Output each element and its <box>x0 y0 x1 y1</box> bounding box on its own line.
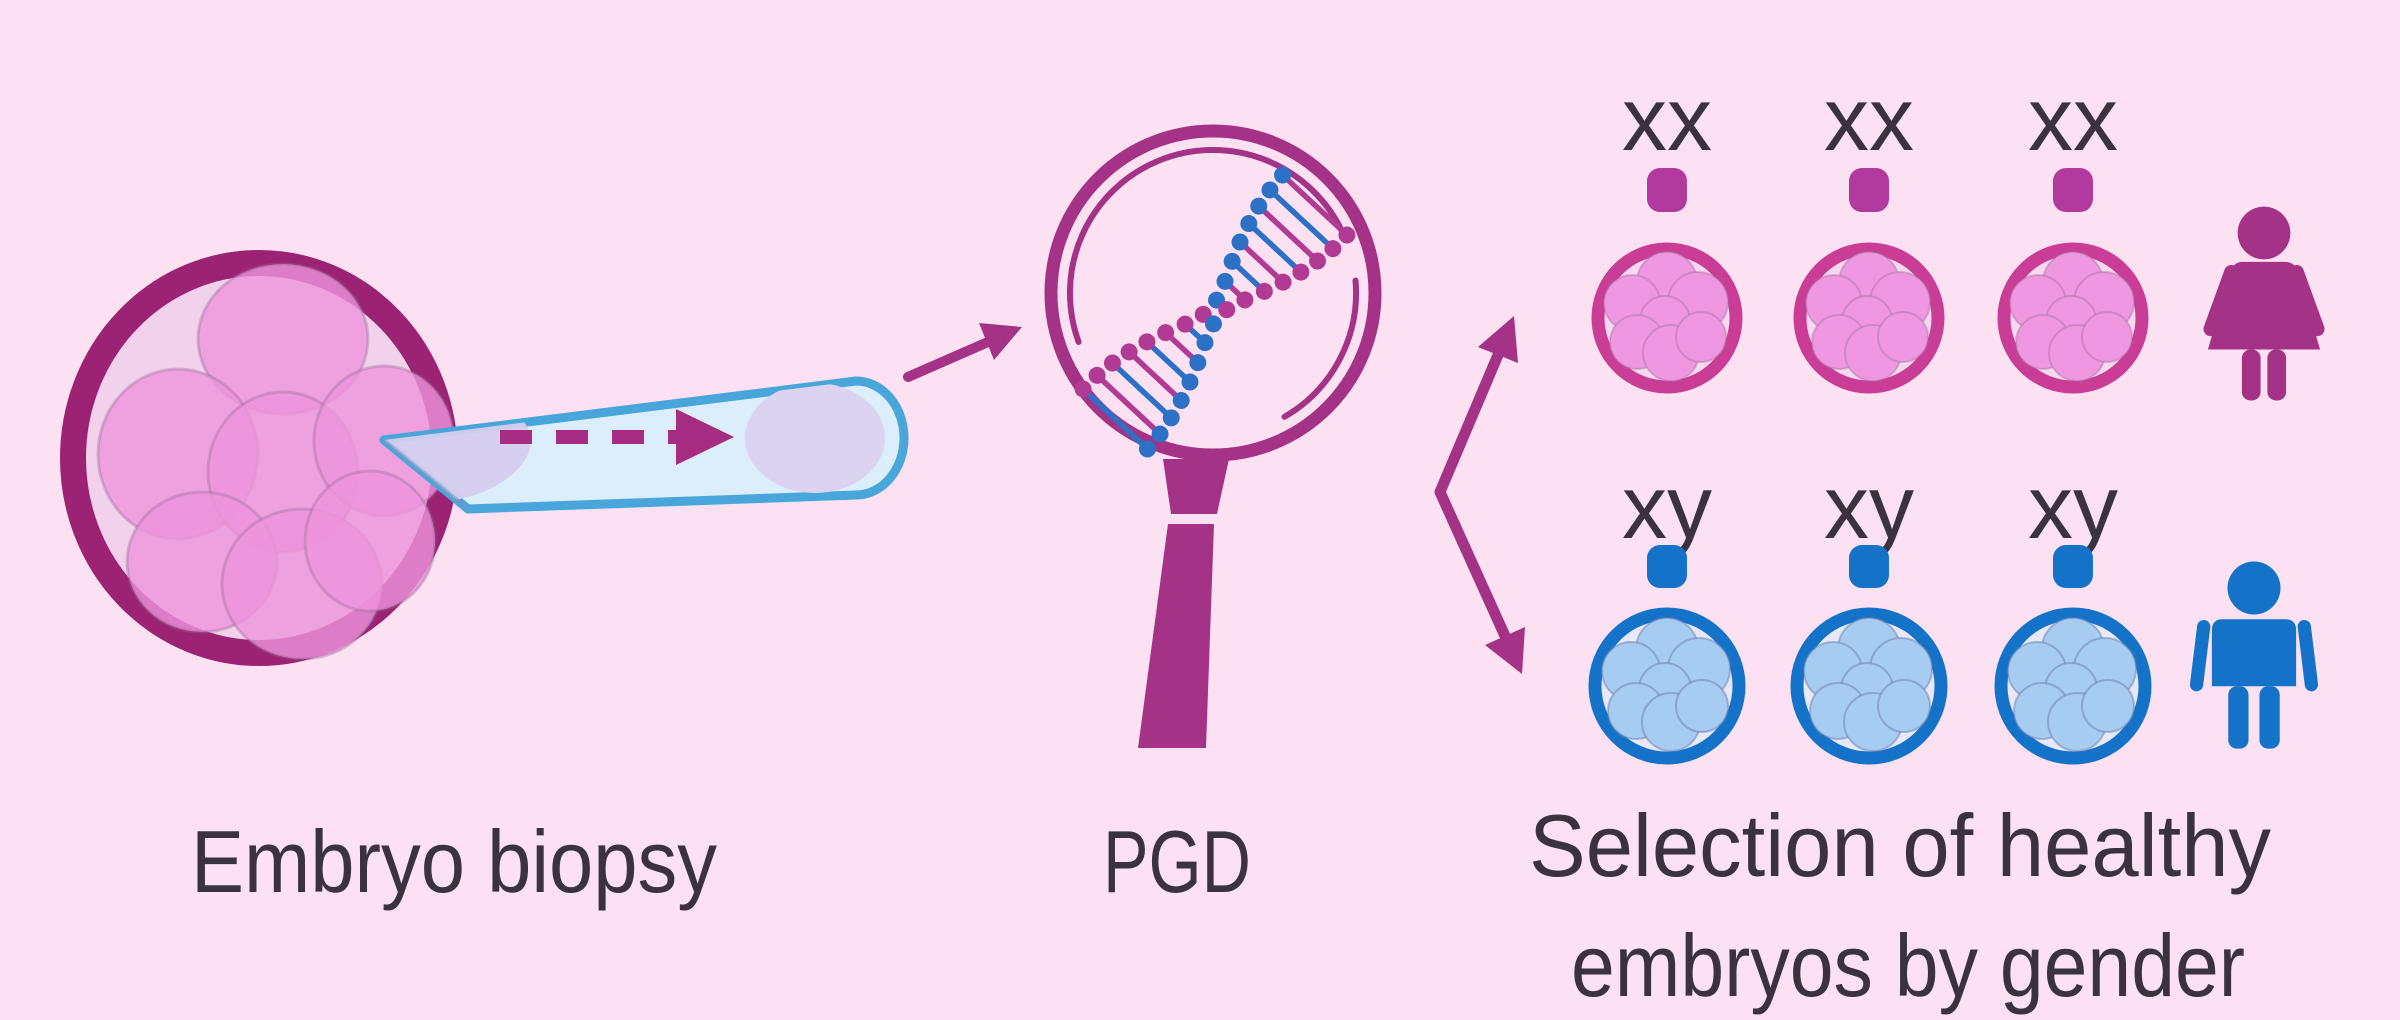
male-embryo-icon <box>2001 614 2145 758</box>
selection-caption-line2: embryos by gender <box>1571 916 2245 1015</box>
chromosome-marker <box>1647 545 1687 588</box>
male-embryo-row: xy xy xy <box>1595 458 2319 758</box>
chromosome-label-xx-2: xx <box>1824 70 1914 170</box>
chromosome-marker <box>1849 168 1889 212</box>
chromosome-marker <box>2053 168 2093 212</box>
chromosome-label-xy-1: xy <box>1622 458 1712 558</box>
female-icon <box>2201 206 2327 401</box>
chromosome-label-xx-3: xx <box>2028 70 2118 170</box>
male-embryo-icon <box>1797 614 1941 758</box>
female-embryo-icon <box>1800 249 1938 387</box>
branch-arrows-icon <box>1434 316 1525 674</box>
pgd-caption: PGD <box>1103 812 1251 911</box>
embryo-icon <box>60 250 458 666</box>
pgd-magnifier-group <box>1044 124 1382 748</box>
dashed-arrow-icon <box>500 409 734 465</box>
male-embryo-icon <box>1595 614 1739 758</box>
flow-arrow-icon <box>903 323 1022 382</box>
magnifier-collar <box>1163 459 1229 514</box>
aspirated-cell <box>745 383 885 493</box>
selection-caption-line1: Selection of healthy <box>1529 796 2271 895</box>
female-embryo-icon <box>1598 249 1736 387</box>
magnifier-inner-arc-top <box>1066 147 1346 345</box>
chromosome-label-xx-1: xx <box>1622 70 1712 170</box>
biopsy-caption: Embryo biopsy <box>191 812 717 911</box>
pipette-bevel-edge <box>382 438 470 511</box>
chromosome-marker <box>1849 545 1889 588</box>
magnifier-icon <box>1044 124 1382 748</box>
chromosome-marker <box>1647 168 1687 212</box>
female-embryo-icon <box>2004 249 2142 387</box>
female-embryo-row: xx xx xx <box>1598 70 2327 401</box>
chromosome-label-xy-3: xy <box>2028 458 2118 558</box>
male-icon <box>2189 561 2319 749</box>
embryo-cells <box>96 262 456 661</box>
embryo-biopsy-group <box>60 250 904 666</box>
magnifier-inner-arc-right <box>1281 277 1360 420</box>
magnifier-handle <box>1138 524 1214 748</box>
chromosome-label-xy-2: xy <box>1824 458 1914 558</box>
dna-icon <box>1074 166 1356 458</box>
chromosome-marker <box>2053 545 2093 588</box>
